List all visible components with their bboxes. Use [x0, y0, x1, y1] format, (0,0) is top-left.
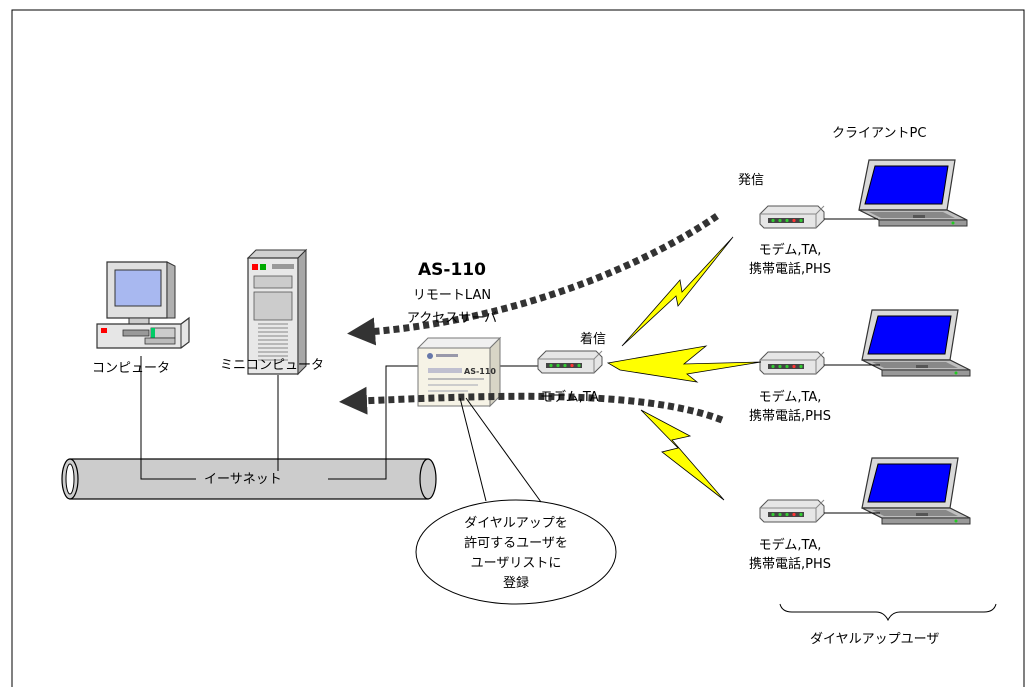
- callout-line-4: 登録: [502, 576, 529, 591]
- minicomputer-label: ミニコンピュータ: [220, 358, 325, 373]
- outgoing-label: 発信: [738, 173, 765, 188]
- incoming-arrow: [339, 386, 724, 424]
- outgoing-arrow: [347, 213, 719, 346]
- remote-modem-label-1a: モデム,TA,: [758, 243, 822, 258]
- device-badge-text: AS-110: [464, 367, 496, 376]
- remote-modem-label-2a: モデム,TA,: [758, 390, 822, 405]
- callout-line-1: ダイヤルアップを: [464, 516, 568, 531]
- desktop-computer-icon: [96, 261, 190, 349]
- dialup-arrows: [339, 213, 724, 424]
- modem-icon: [759, 499, 825, 523]
- lan-connection-lines: [140, 356, 538, 480]
- callout-line-2: 許可するユーザを: [464, 536, 568, 551]
- modem-icon: [759, 351, 825, 375]
- product-name: AS-110: [418, 260, 486, 280]
- ethernet-label: イーサネット: [200, 471, 286, 488]
- server-tower-icon: [246, 248, 308, 376]
- modem-icon: [537, 350, 603, 374]
- product-desc-line2: アクセスサーバ: [406, 311, 498, 326]
- client-pc-label: クライアントPC: [832, 126, 927, 141]
- incoming-label: 着信: [580, 332, 607, 347]
- remote-modem-label-2b: 携帯電話,PHS: [749, 409, 831, 424]
- remote-modem-label-3a: モデム,TA,: [758, 538, 822, 553]
- callout-line-3: ユーザリストに: [470, 556, 562, 571]
- product-desc-line1: リモートLAN: [412, 288, 492, 303]
- local-modem-label: モデム,TA: [540, 390, 599, 405]
- access-server-device-icon: AS-110: [416, 336, 502, 408]
- lightning-bolt-icon: [606, 236, 762, 501]
- modem-icon: [759, 205, 825, 229]
- user-list-callout: [415, 397, 617, 605]
- client-cables: [824, 218, 880, 514]
- dialup-users-label: ダイヤルアップユーザ: [810, 632, 940, 647]
- remote-modem-label-1b: 携帯電話,PHS: [749, 262, 831, 277]
- remote-modem-label-3b: 携帯電話,PHS: [749, 557, 831, 572]
- dialup-users-brace: [779, 603, 997, 622]
- computer-label: コンピュータ: [92, 361, 171, 376]
